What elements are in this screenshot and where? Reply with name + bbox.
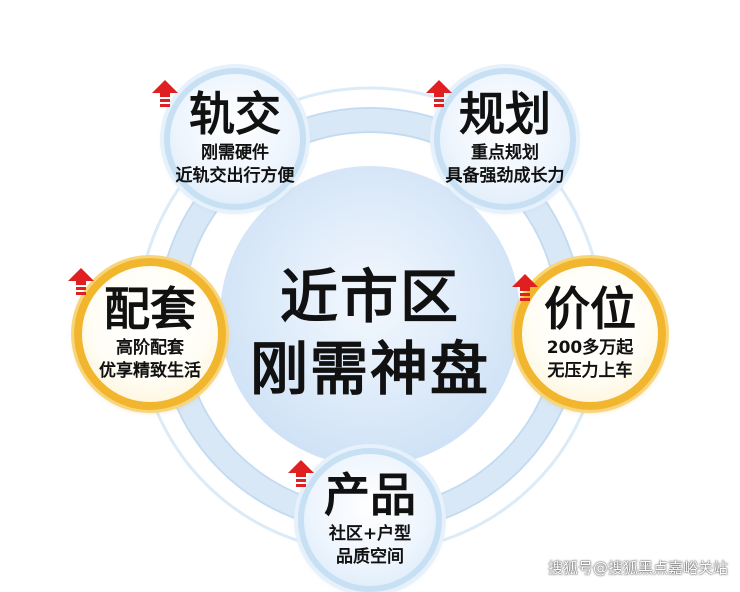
up-arrow-icon — [68, 268, 94, 295]
node-title: 产品 — [324, 467, 416, 522]
up-arrow-icon — [152, 80, 178, 107]
node-line: 无压力上车 — [547, 361, 633, 382]
node-title: 配套 — [104, 281, 196, 336]
watermark: 搜狐号@搜狐黑点嘉峪关站 — [547, 559, 728, 577]
node-line: 高阶配套 — [116, 338, 184, 359]
node-subtitle: 社区+户型 品质空间 — [329, 523, 411, 569]
center-title-line1: 近市区 — [279, 263, 460, 331]
node-amenities: 配套 高阶配套 优享精致生活 — [74, 258, 226, 410]
node-title: 规划 — [459, 86, 551, 141]
node-line: 品质空间 — [336, 547, 404, 568]
node-line: 社区+户型 — [328, 524, 412, 545]
node-title: 轨交 — [189, 86, 281, 141]
node-line: 优享精致生活 — [99, 361, 201, 382]
node-title: 价位 — [544, 281, 636, 336]
up-arrow-icon — [512, 274, 538, 301]
center-title-line2: 刚需神盘 — [249, 335, 490, 403]
node-line: 200多万起 — [546, 338, 634, 359]
node-subtitle: 200多万起 无压力上车 — [547, 337, 634, 383]
node-line: 刚需硬件 — [201, 143, 269, 164]
up-arrow-icon — [288, 460, 314, 487]
up-arrow-icon — [426, 80, 452, 107]
node-subtitle: 刚需硬件 近轨交出行方便 — [176, 142, 295, 188]
node-line: 重点规划 — [471, 143, 539, 164]
node-line: 近轨交出行方便 — [175, 166, 295, 187]
node-rail-transit: 轨交 刚需硬件 近轨交出行方便 — [164, 68, 306, 210]
node-product: 产品 社区+户型 品质空间 — [298, 448, 442, 592]
node-price: 价位 200多万起 无压力上车 — [514, 258, 666, 410]
node-planning: 规划 重点规划 具备强劲成长力 — [434, 68, 576, 210]
node-subtitle: 高阶配套 优享精致生活 — [99, 337, 201, 383]
node-line: 具备强劲成长力 — [445, 166, 565, 187]
center-disc — [220, 166, 520, 466]
node-subtitle: 重点规划 具备强劲成长力 — [446, 142, 565, 188]
